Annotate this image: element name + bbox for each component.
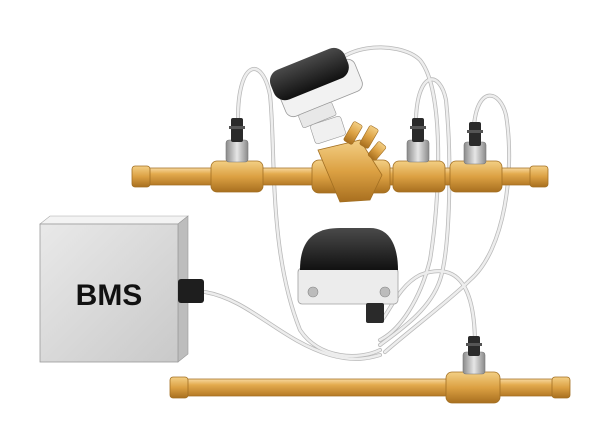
pressure-port-3: [449, 122, 503, 193]
transmitter: [297, 228, 399, 323]
valve-actuator: [269, 47, 363, 129]
bms-connector: [178, 279, 204, 303]
pressure-port-2: [392, 118, 446, 193]
pressure-port-4: [445, 336, 501, 404]
control-valve: [310, 116, 391, 203]
bms-label: BMS: [76, 279, 143, 312]
bms-controller: BMS: [39, 215, 204, 363]
lower-pipe: [169, 376, 571, 399]
pressure-port-1: [210, 118, 264, 193]
impulse-tubes: [203, 45, 512, 361]
